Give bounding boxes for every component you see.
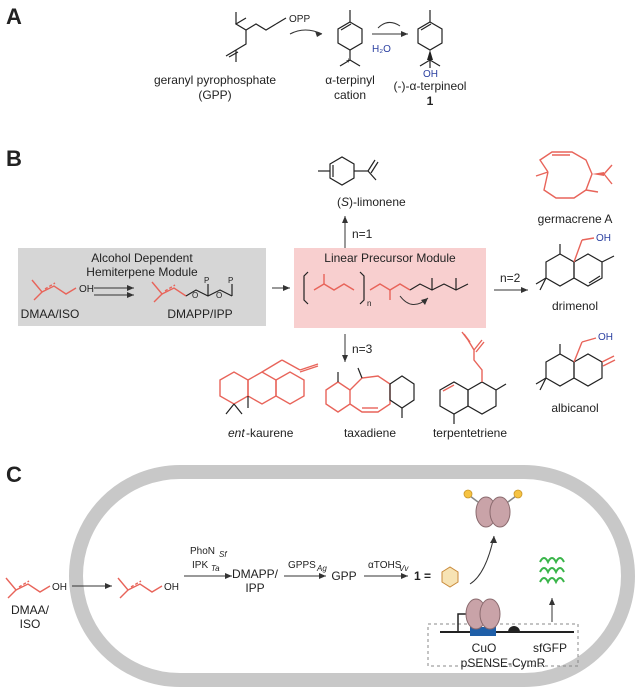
n2-label: n=2 [500,271,521,285]
phon-main: PhoN [190,546,215,557]
ipk-main: IPK [192,560,208,571]
module2-title: Linear Precursor Module [324,251,456,265]
module1-product: DMAPP/IPP [167,307,232,321]
cell-outline [69,465,635,687]
germacrene-label: germacrene A [538,212,613,226]
dmaa-c-line1: DMAA/ [11,603,50,617]
terpineol-structure [417,10,443,68]
cation-name: α-terpinyl [325,73,375,87]
limonene-label-rest: )-limonene [349,195,406,209]
kaurene-suffix: -kaurene [246,426,294,440]
bound-cymr-icon [465,598,501,630]
gpp-name: geranyl pyrophosphate [154,73,276,87]
panel-c-label: C [6,462,22,487]
dmaa-structure-c-inside [117,577,163,599]
panel-a-label: A [6,4,22,29]
rbs-icon [508,626,520,632]
terpineol-number: 1 [427,94,434,108]
one-eq: 1 = [414,569,431,583]
drimenol-label: drimenol [552,299,598,313]
limonene-label-s: S [341,195,349,209]
albicanol-structure [535,337,616,391]
terpineol-name: (-)-α-terpineol [394,79,467,93]
germacrene-structure [535,151,613,199]
dmaa-c-line2: ISO [20,617,41,631]
gpps-main: GPPS [288,560,316,571]
limonene-label-open: ( [337,195,341,209]
gpp-c: GPP [331,569,356,583]
module1-title-line1: Alcohol Dependent [91,251,193,265]
drimenol-structure [535,237,615,291]
phon-sub: Sf [219,550,227,559]
sfgfp-protein-icon [539,557,565,585]
arrowhead-a1 [315,31,322,37]
cuo-operator-box [470,627,496,636]
arrowhead-n1 [342,216,348,223]
albicanol-label: albicanol [551,401,598,415]
plasmid-box [427,623,579,667]
phosphate-o1: O [192,291,198,300]
terpentetriene-label: terpentetriene [433,426,507,440]
n1-label: n=1 [352,227,373,241]
oh-label-b: OH [79,284,94,295]
gpp-abbr: (GPP) [198,88,231,102]
arrow-c-release [469,535,495,585]
water-label: H₂O [372,44,391,55]
ipk-sub: Ta [211,564,220,573]
dmapp-c-line2: IPP [245,581,264,595]
module1-substrate: DMAA/ISO [21,307,80,321]
arrowhead-a2 [401,31,408,37]
phosphate-o2: O [216,291,222,300]
phosphate-p2: P [228,276,233,285]
ent-kaurene-structure [219,359,319,415]
panel-b: B ( S )-limonene n=1 germacrene A [6,146,616,440]
hemiterpene-module-box [18,248,266,326]
cation-charge: + [346,56,351,65]
terpineol-ligand-icon [441,566,459,588]
oh-label-albicanol: OH [598,332,613,343]
oh-label-c1: OH [52,582,67,593]
limonene-structure [318,156,379,186]
n3-label: n=3 [352,342,373,356]
terpentetriene-structure [439,331,507,424]
dmaa-structure-b [31,279,77,301]
dmapp-structure-b [151,281,233,303]
panel-c: C OH DMAA/ ISO OH PhoN Sf IPK Ta DMAPP/ … [5,462,635,687]
panel-a: A OPP geranyl pyrophosphate (GPP) + α-te… [6,4,466,108]
gpp-structure [225,12,287,62]
linear-precursor-module-box [294,248,486,328]
sfgfp-label: sfGFP [533,641,567,655]
phosphate-p1: P [204,276,209,285]
opp-label: OPP [289,14,310,25]
plasmid-label: pSENSE-CymR [461,656,546,670]
released-cymr-icon [463,489,523,528]
oh-label-drimenol: OH [596,233,611,244]
oh-label-a: OH [423,69,438,80]
atohs-sub: Vv [399,564,409,573]
taxadiene-label: taxadiene [344,426,396,440]
terpinyl-cation-structure [337,10,363,67]
gpps-sub: Ag [316,564,327,573]
curved-arrow-a2 [377,22,401,29]
panel-b-label: B [6,146,22,171]
dmapp-c-line1: DMAPP/ [232,567,279,581]
linear-precursor-structure [303,271,469,305]
cation-word: cation [334,88,366,102]
oh-label-c2: OH [164,582,179,593]
atohs-main: αTOHS [368,560,402,571]
ent-prefix: ent [228,426,245,440]
dmaa-structure-c [5,577,51,599]
taxadiene-structure [325,367,415,418]
module1-title-line2: Hemiterpene Module [86,265,198,279]
n-subscript: n [367,299,371,308]
cuo-label: CuO [472,641,497,655]
